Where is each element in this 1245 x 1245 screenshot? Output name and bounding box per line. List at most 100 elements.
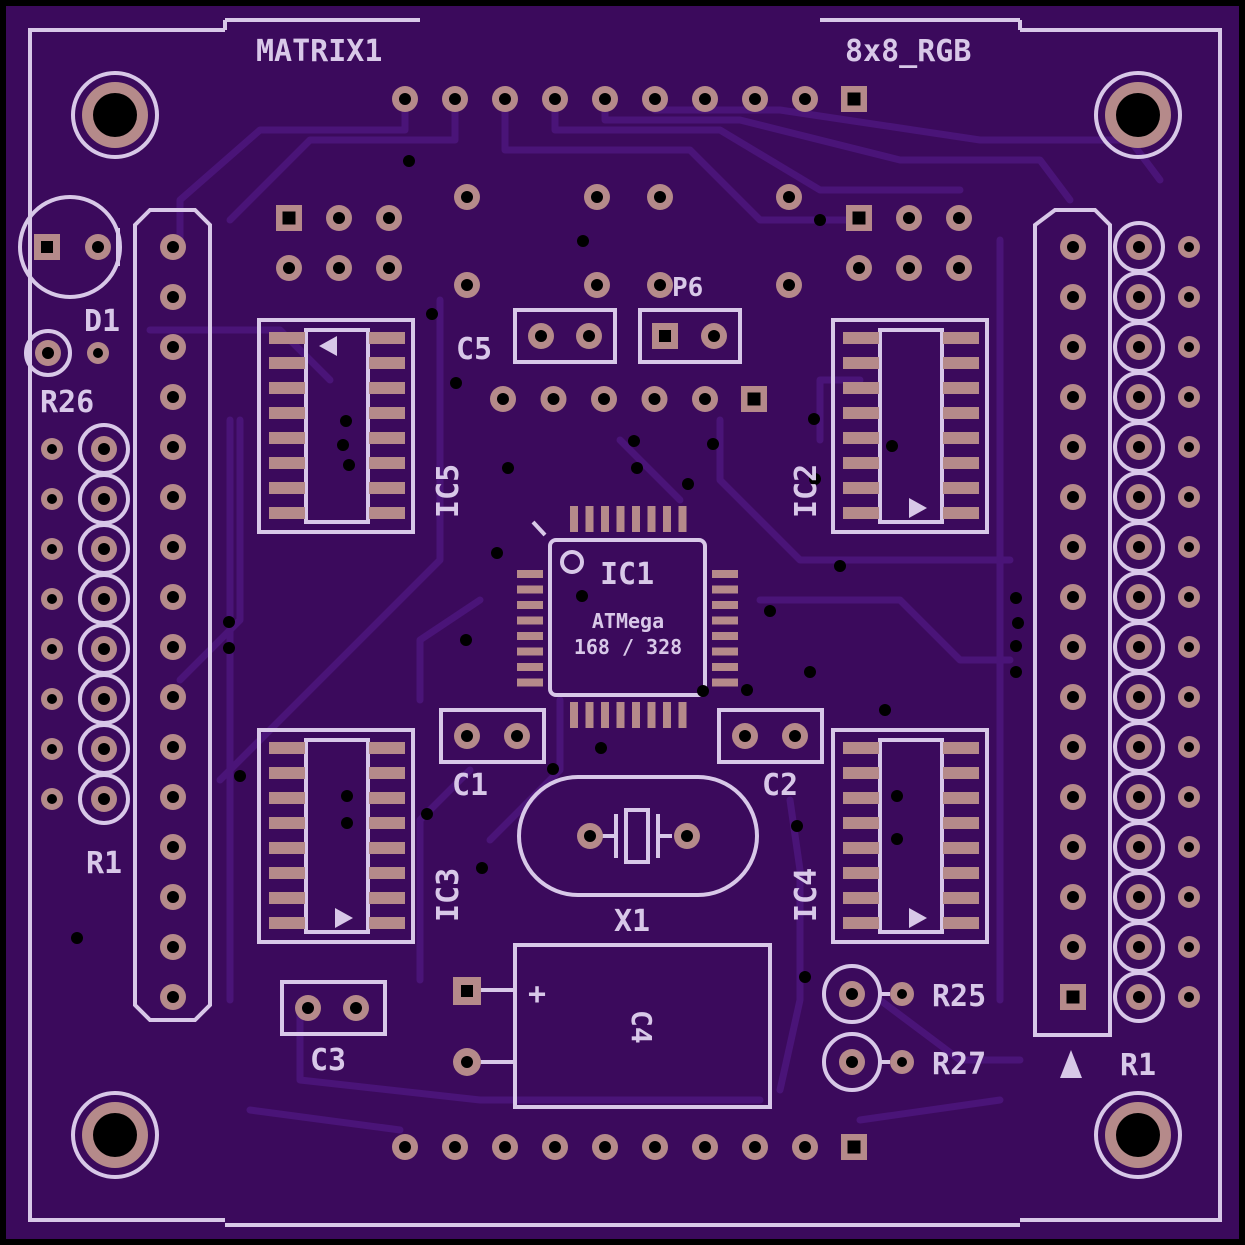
header-middle-1x6 (490, 386, 767, 412)
via (421, 808, 433, 820)
via (682, 478, 694, 490)
through-hole-pad (1060, 484, 1086, 510)
capacitor-c5 (513, 308, 617, 364)
via (879, 704, 891, 716)
through-hole-pad (91, 736, 117, 762)
through-hole-pad (490, 386, 516, 412)
via (71, 932, 83, 944)
via (223, 616, 235, 628)
square-pad (841, 1134, 867, 1160)
through-hole-pad (1126, 234, 1152, 260)
through-hole-pad (91, 636, 117, 662)
mounting-hole-bottom-left (71, 1091, 159, 1179)
through-hole-pad (376, 205, 402, 231)
label-ic1: IC1 (600, 557, 654, 592)
through-hole-pad (160, 884, 186, 910)
through-hole-pad (1060, 734, 1086, 760)
resistor-r25 (822, 964, 914, 1024)
via (343, 459, 355, 471)
via (799, 971, 811, 983)
through-hole-pad (160, 634, 186, 660)
through-hole-pad (1178, 286, 1200, 308)
label-p6: P6 (672, 273, 703, 303)
through-hole-pad (160, 734, 186, 760)
ic1-package (531, 520, 707, 697)
through-hole-pad (492, 86, 518, 112)
via (1010, 592, 1022, 604)
via (707, 438, 719, 450)
via (577, 235, 589, 247)
label-c1: C1 (452, 768, 488, 803)
through-hole-pad (1178, 536, 1200, 558)
through-hole-pad (160, 434, 186, 460)
through-hole-pad (1126, 784, 1152, 810)
via (764, 605, 776, 617)
through-hole-pad (41, 638, 63, 660)
via (1010, 640, 1022, 652)
through-hole-pad (692, 86, 718, 112)
via (341, 817, 353, 829)
through-hole-pad (1178, 486, 1200, 508)
via (450, 377, 462, 389)
via (491, 547, 503, 559)
through-hole-pad (542, 86, 568, 112)
header-left-pins (160, 234, 186, 1010)
via (403, 155, 415, 167)
through-hole-pad (692, 1134, 718, 1160)
through-hole-pad (592, 1134, 618, 1160)
label-r1-left: R1 (86, 846, 122, 881)
via (547, 763, 559, 775)
through-hole-pad (1060, 334, 1086, 360)
through-hole-pad (1060, 784, 1086, 810)
via (886, 440, 898, 452)
via (576, 590, 588, 602)
header-right-pins (1060, 234, 1086, 1010)
through-hole-pad (1060, 934, 1086, 960)
through-hole-pad (160, 334, 186, 360)
through-hole-pad (1126, 534, 1152, 560)
through-hole-pad (946, 205, 972, 231)
via (631, 462, 643, 474)
through-hole-pad (692, 386, 718, 412)
through-hole-pad (792, 86, 818, 112)
through-hole-pad (641, 386, 668, 412)
through-hole-pad (1178, 586, 1200, 608)
through-hole-pad (1178, 436, 1200, 458)
header-right-outline (1033, 208, 1112, 1037)
through-hole-pad (1126, 884, 1152, 910)
through-hole-pad (91, 536, 117, 562)
through-hole-pad (442, 1134, 468, 1160)
capacitor-c4 (453, 943, 772, 1109)
through-hole-pad (1126, 834, 1152, 860)
via (809, 473, 821, 485)
square-pad (1060, 984, 1086, 1010)
via (628, 435, 640, 447)
resistor-r27 (822, 1032, 914, 1092)
square-pad (841, 86, 867, 112)
header-bottom (392, 1134, 867, 1160)
through-hole-pad (160, 834, 186, 860)
label-c5: C5 (456, 332, 492, 367)
through-hole-pad (160, 284, 186, 310)
via (834, 560, 846, 572)
through-hole-pad (41, 538, 63, 560)
ic4-package (831, 728, 989, 944)
via (234, 770, 246, 782)
ic5-package (257, 318, 415, 534)
through-hole-pad (91, 786, 117, 812)
label-ic5: IC5 (431, 464, 466, 518)
label-r1-right: R1 (1120, 1048, 1156, 1083)
through-hole-pad (1126, 684, 1152, 710)
header-left-outline (133, 208, 212, 1022)
label-ic3: IC3 (431, 868, 466, 922)
through-hole-pad (642, 1134, 668, 1160)
through-hole-pad (392, 1134, 418, 1160)
square-pad (741, 386, 767, 412)
label-x1: X1 (614, 904, 650, 939)
via (460, 634, 472, 646)
label-ic4: IC4 (789, 868, 824, 922)
pin1-marker-icon (1060, 1050, 1082, 1078)
through-hole-pad (540, 386, 567, 412)
through-hole-pad (41, 788, 63, 810)
through-hole-pad (160, 234, 186, 260)
